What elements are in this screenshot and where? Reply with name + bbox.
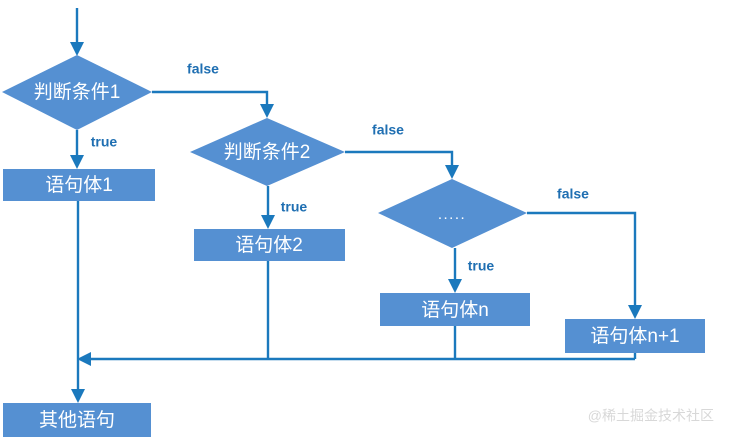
node-stmt-n-plus-1-label: 语句体n+1: [590, 325, 679, 347]
node-cond1[interactable]: 判断条件1: [2, 55, 152, 130]
node-other-label: 其他语句: [39, 409, 115, 431]
node-stmt2[interactable]: 语句体2: [194, 229, 345, 261]
edge-merge-bus: [76, 201, 637, 366]
edge-cond1-false-to-cond2: [152, 90, 274, 118]
edge-cond3-true-to-stmtn: [448, 248, 462, 293]
edge-cond1-true-to-stmt1: [70, 130, 84, 169]
edge-label-true-2: true: [281, 199, 308, 215]
node-cond-n-label: .....: [438, 206, 466, 223]
node-cond1-label: 判断条件1: [34, 81, 121, 103]
watermark: @稀土掘金技术社区: [588, 408, 714, 424]
node-stmt-n[interactable]: 语句体n: [380, 293, 530, 326]
edge-label-false-2: false: [372, 122, 404, 138]
node-stmt-n-label: 语句体n: [421, 299, 489, 321]
edge-entry-to-cond1: [70, 8, 84, 56]
edge-label-false-3: false: [557, 186, 589, 202]
node-stmt-n-plus-1[interactable]: 语句体n+1: [565, 319, 705, 353]
edge-label-true-1: true: [91, 134, 118, 150]
edge-bus-to-other: [71, 359, 85, 403]
edge-cond2-true-to-stmt2: [261, 186, 275, 229]
node-cond2-label: 判断条件2: [224, 141, 311, 163]
edge-cond3-false-to-stmtn1: [527, 211, 642, 319]
node-other[interactable]: 其他语句: [3, 403, 151, 437]
node-stmt1[interactable]: 语句体1: [3, 169, 155, 201]
node-cond-n[interactable]: .....: [378, 179, 527, 248]
node-stmt2-label: 语句体2: [235, 234, 303, 256]
edge-label-true-3: true: [468, 258, 495, 274]
edge-cond2-false-to-cond3: [345, 150, 459, 179]
edge-label-false-1: false: [187, 61, 219, 77]
node-stmt1-label: 语句体1: [45, 174, 113, 196]
node-cond2[interactable]: 判断条件2: [190, 118, 345, 186]
